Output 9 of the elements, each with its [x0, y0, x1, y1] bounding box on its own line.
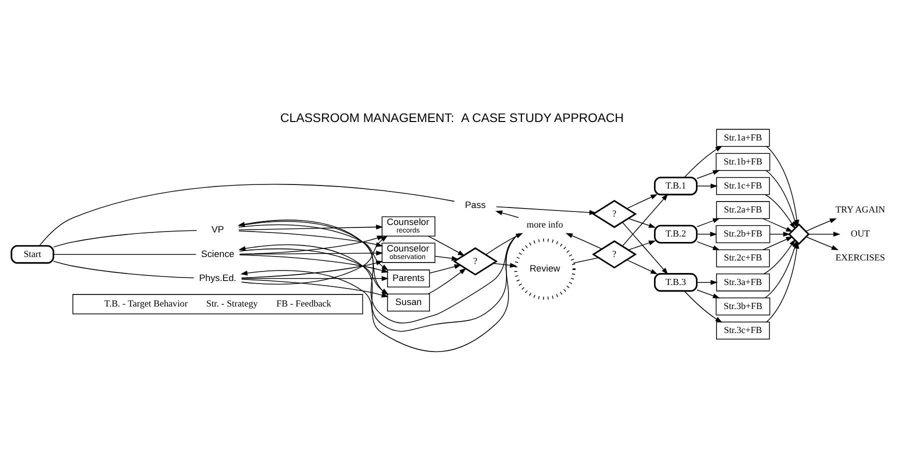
node-text: Phys.Ed.	[199, 272, 236, 282]
node-text: more info	[526, 220, 564, 230]
node-text: OUT	[850, 229, 870, 240]
diagram-title: CLASSROOM MANAGEMENT: A CASE STUDY APPROACH	[280, 110, 624, 125]
node-text: VP	[212, 224, 224, 234]
node-text: TRY AGAIN	[836, 205, 886, 216]
node-text: Pass	[464, 199, 486, 210]
node-text: EXERCISES	[835, 253, 886, 264]
node-text: Science	[201, 248, 234, 258]
